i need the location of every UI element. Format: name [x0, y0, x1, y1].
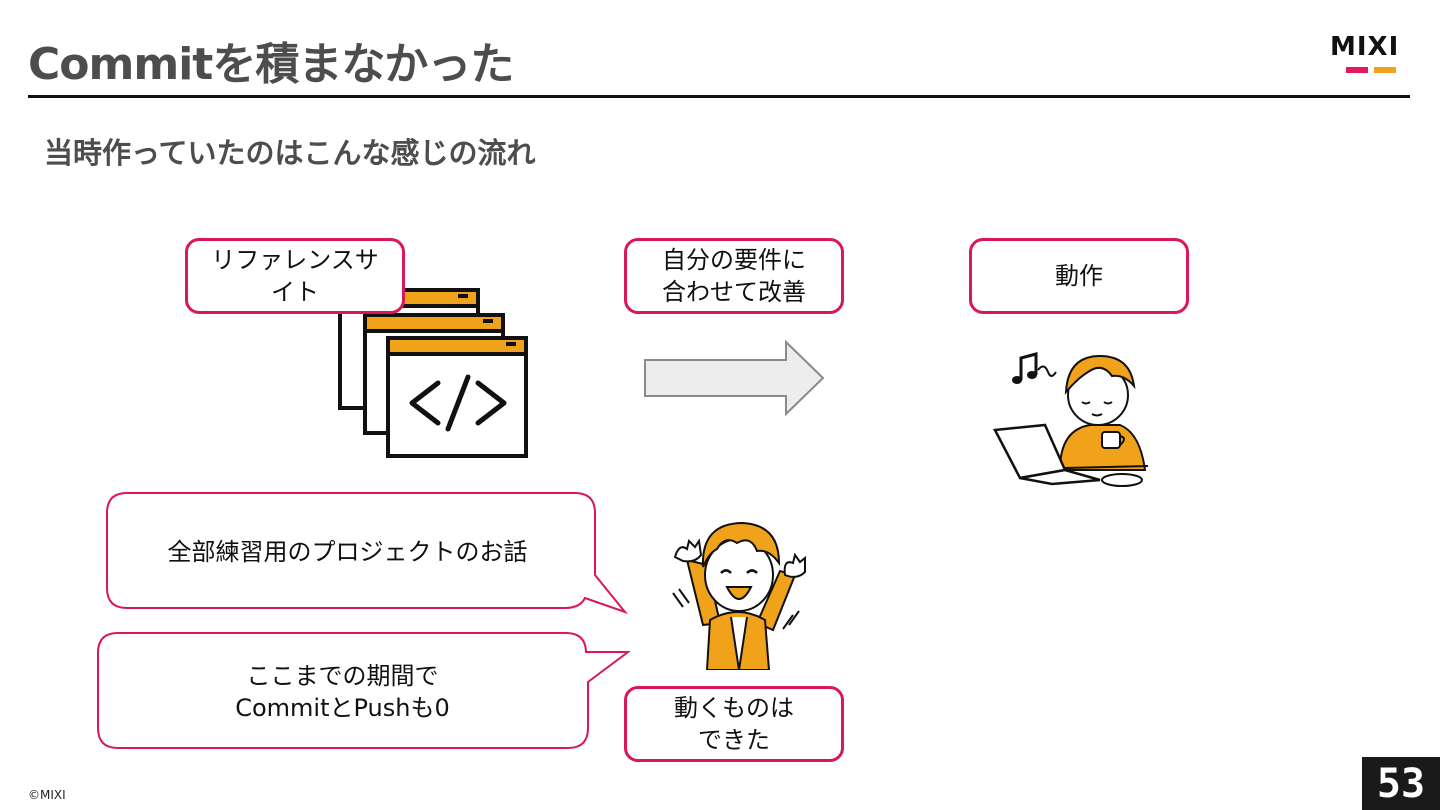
bubble-2-line1: ここまでの期間で	[246, 662, 439, 690]
logo-bar-orange	[1374, 67, 1396, 73]
copyright: ©MIXI	[28, 788, 66, 802]
cheering-person-illustration	[672, 521, 806, 670]
person-laptop-illustration	[993, 352, 1149, 487]
step-customize-line1: 自分の要件に	[662, 246, 806, 274]
step-reference-site: リファレンスサ イト	[185, 238, 405, 314]
bubble-2-text: ここまでの期間で CommitとPushも0	[100, 660, 585, 724]
flow-arrow-icon	[644, 339, 825, 417]
bubble-1-text: 全部練習用のプロジェクトのお話	[167, 538, 528, 566]
step-reference-line2: イト	[271, 278, 319, 306]
step-customize-line2: 合わせて改善	[662, 278, 806, 306]
bubble-2-line2: CommitとPushも0	[235, 694, 450, 722]
code-windows-icon	[338, 288, 528, 458]
step-customize: 自分の要件に 合わせて改善	[624, 238, 844, 314]
slide-subtitle: 当時作っていたのはこんな感じの流れ	[44, 136, 536, 170]
result-box: 動くものは できた	[624, 686, 844, 762]
step-works: 動作	[969, 238, 1189, 314]
speech-bubble-2	[97, 632, 631, 749]
slide-title: Commitを積まなかった	[28, 39, 514, 90]
step-reference-line1: リファレンスサ	[211, 246, 379, 274]
page-number: 53	[1362, 757, 1440, 810]
logo-text: MIXI	[1330, 32, 1400, 62]
result-line2: できた	[698, 726, 770, 754]
mixi-logo: MIXI	[1330, 34, 1414, 76]
result-line1: 動くものは	[674, 694, 794, 722]
step-works-label: 動作	[1055, 262, 1103, 290]
title-divider	[28, 95, 1410, 98]
logo-bar-pink	[1346, 67, 1368, 73]
speech-bubble-1	[106, 492, 628, 615]
